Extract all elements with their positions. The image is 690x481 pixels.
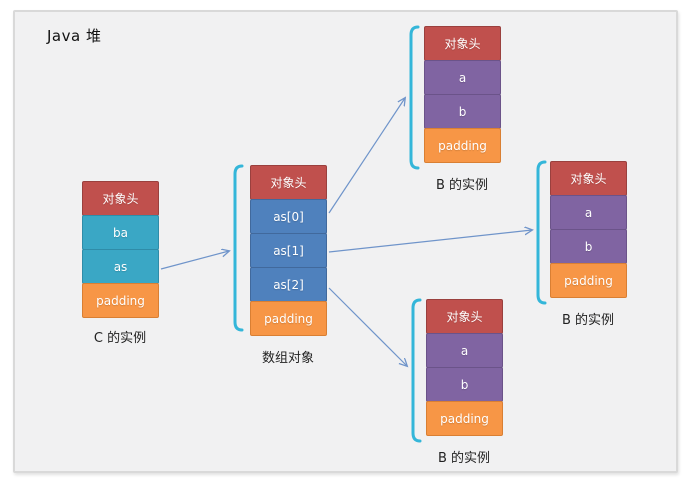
segment-element-as1: as[1] <box>250 233 327 268</box>
memory-box-b-instance-top: 对象头 a b padding <box>424 26 501 163</box>
segment-object-header: 对象头 <box>250 165 327 200</box>
segment-field-b: b <box>550 229 627 264</box>
caption-c-instance: C 的实例 <box>93 331 147 346</box>
memory-box-b-instance-bottom: 对象头 a b padding <box>426 299 503 436</box>
segment-element-as0: as[0] <box>250 199 327 234</box>
segment-field-a: a <box>426 333 503 368</box>
segment-field-a: a <box>424 60 501 95</box>
segment-field-b: b <box>426 367 503 402</box>
segment-object-header: 对象头 <box>424 26 501 61</box>
segment-field-as: as <box>82 249 159 284</box>
segment-object-header: 对象头 <box>426 299 503 334</box>
segment-field-ba: ba <box>82 215 159 250</box>
memory-box-array-object: 对象头 as[0] as[1] as[2] padding <box>250 165 327 336</box>
segment-padding: padding <box>426 401 503 436</box>
memory-box-c-instance: 对象头 ba as padding <box>82 181 159 318</box>
segment-field-b: b <box>424 94 501 129</box>
segment-field-a: a <box>550 195 627 230</box>
segment-object-header: 对象头 <box>550 161 627 196</box>
caption-b-instance-bottom: B 的实例 <box>437 451 491 466</box>
caption-b-instance-right: B 的实例 <box>561 313 615 328</box>
segment-padding: padding <box>82 283 159 318</box>
segment-object-header: 对象头 <box>82 181 159 216</box>
segment-element-as2: as[2] <box>250 267 327 302</box>
caption-b-instance-top: B 的实例 <box>435 178 489 193</box>
segment-padding: padding <box>550 263 627 298</box>
memory-box-b-instance-right: 对象头 a b padding <box>550 161 627 298</box>
segment-padding: padding <box>250 301 327 336</box>
caption-array-object: 数组对象 <box>261 351 314 366</box>
page-title: Java 堆 <box>47 27 102 45</box>
segment-padding: padding <box>424 128 501 163</box>
